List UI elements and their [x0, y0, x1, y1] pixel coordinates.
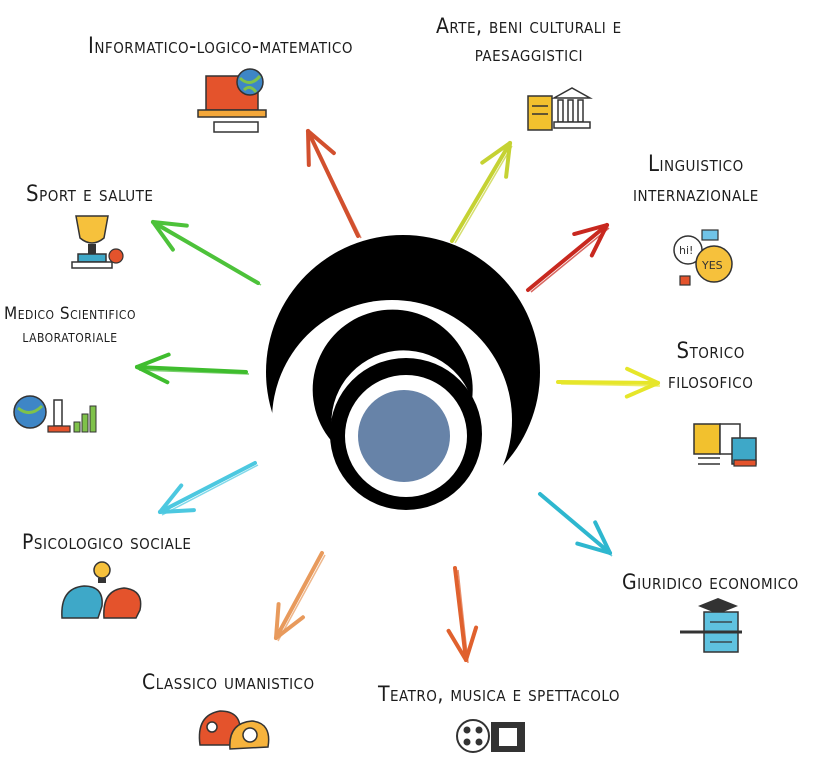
arrows-layer [135, 129, 661, 664]
arrow-arte [450, 141, 513, 244]
label-classico: Classico umanistico [142, 668, 315, 696]
label-line: Informatico-logico-matematico [88, 34, 353, 59]
svg-text:YES: YES [701, 259, 723, 272]
svg-text:hi!: hi! [679, 244, 693, 257]
label-line: Giuridico economico [622, 570, 799, 594]
label-line: Psicologico sociale [22, 530, 192, 554]
label-line: Medico Scientifico [4, 304, 136, 324]
label-linguistico: Linguistico internazionale [633, 150, 759, 209]
trophy-icon [71, 215, 124, 269]
laptop-globe-icon [197, 68, 267, 133]
head-gears-icon [198, 710, 270, 750]
label-informatico: Informatico-logico-matematico [88, 32, 353, 62]
arrow-medico [135, 352, 250, 385]
microscope-chart-icon [13, 395, 97, 433]
arrow-classico [274, 551, 326, 642]
blue-core [358, 390, 450, 482]
label-line: Sport e salute [26, 182, 154, 207]
arrow-linguistico [526, 223, 610, 293]
graduation-document-icon [680, 598, 742, 653]
label-medico: Medico Scientifico laboratoriale [4, 303, 136, 349]
label-line: Storico [676, 339, 745, 364]
label-giuridico: Giuridico economico [622, 568, 799, 596]
label-line: laboratoriale [22, 326, 118, 347]
inner-crescent [312, 309, 473, 445]
label-line: filosofico [668, 368, 754, 394]
arrow-storico [556, 366, 661, 399]
arrow-sport [151, 220, 262, 286]
arrow-giuridico [538, 492, 613, 557]
heads-lightbulb-icon [61, 561, 142, 619]
label-arte: Arte, beni culturali e paesaggistici [436, 12, 622, 69]
label-line: paesaggistici [474, 42, 584, 67]
label-line: Classico umanistico [142, 670, 315, 694]
arrow-teatro [446, 566, 479, 664]
label-sport: Sport e salute [26, 180, 153, 210]
label-line: internazionale [633, 181, 759, 207]
label-psicologico: Psicologico sociale [22, 528, 191, 556]
arrow-psicologico [158, 461, 259, 516]
label-teatro: Teatro, musica e spettacolo [378, 680, 620, 708]
label-line: Linguistico [647, 152, 744, 177]
label-line: Teatro, musica e spettacolo [378, 682, 621, 706]
label-storico: Storico filosofico [668, 337, 753, 396]
label-line: Arte, beni culturali e [436, 14, 622, 38]
speech-bubbles-icon: hi! YES [673, 229, 733, 286]
film-reel-icon [456, 719, 525, 753]
museum-book-icon [527, 87, 593, 131]
center-logo [266, 235, 540, 510]
arrow-informatico [306, 129, 362, 239]
open-books-icon [693, 423, 757, 467]
icons-layer: hi! YES [13, 68, 757, 753]
